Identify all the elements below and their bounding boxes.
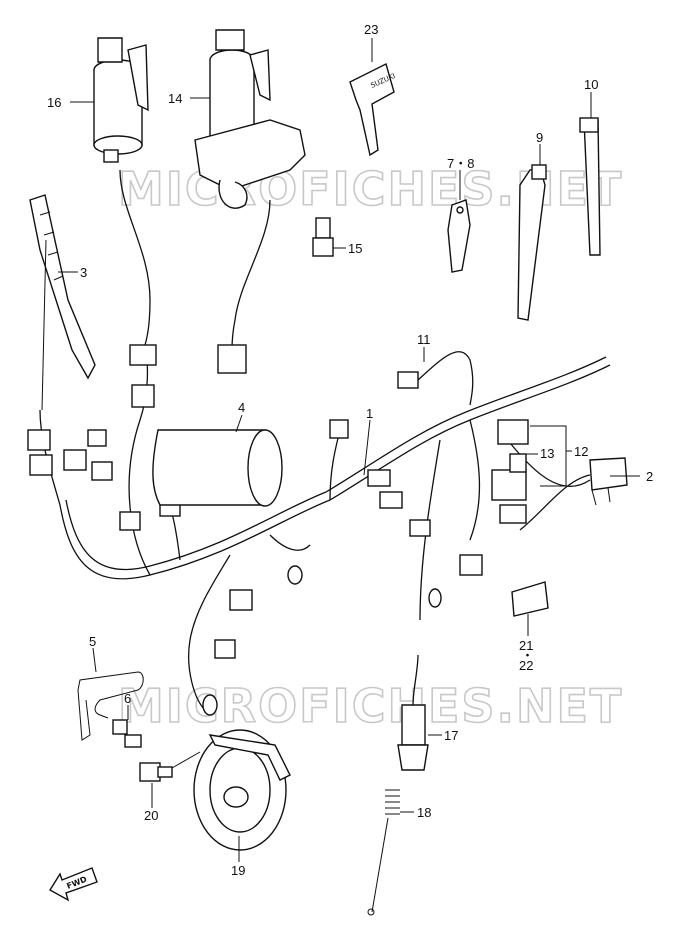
leader-lines <box>58 92 640 862</box>
part-13-relay <box>491 453 527 524</box>
callout-18: 18 <box>417 805 431 820</box>
callout-14: 14 <box>168 91 182 106</box>
part-16-lock <box>93 37 149 163</box>
callout-17: 17 <box>444 728 458 743</box>
callout-1: 1 <box>366 406 373 421</box>
callout-5: 5 <box>89 634 96 649</box>
part-11-connector <box>397 351 474 406</box>
callout-13: 13 <box>540 446 554 461</box>
callout-3: 3 <box>80 265 87 280</box>
part-6-bolt <box>112 719 142 748</box>
callout-19: 19 <box>231 863 245 878</box>
part-5-bracket <box>77 671 144 741</box>
part-19-horn <box>193 729 291 851</box>
callout-11: 11 <box>417 332 431 347</box>
part-23-key: SUZUKI <box>349 62 397 157</box>
callout-4: 4 <box>238 400 245 415</box>
fwd-arrow: FWD <box>49 867 98 902</box>
part-17-switch <box>397 654 429 771</box>
callout-6: 6 <box>124 691 131 706</box>
callout-2: 2 <box>646 469 653 484</box>
part-12-relay <box>497 419 529 445</box>
harness-connectors <box>27 344 483 716</box>
callout-15: 15 <box>348 241 362 256</box>
watermark-top: MICROFICHES.NET <box>118 162 623 216</box>
part-15-screw <box>312 217 334 257</box>
part-4-cover <box>152 429 283 507</box>
callout-12: 12 <box>574 444 588 459</box>
part-3-pad <box>29 194 96 380</box>
part-20-bolt <box>139 751 201 782</box>
callout-20: 20 <box>144 808 158 823</box>
callout-22: 22 <box>519 658 533 673</box>
callout-21: 21 <box>519 638 533 653</box>
part-2-connector <box>519 457 628 531</box>
part-14-ignition-switch <box>194 29 306 209</box>
callout-21-22-dot: ・ <box>521 648 534 663</box>
part-9-band <box>517 164 547 321</box>
callout-10: 10 <box>584 77 598 92</box>
callout-labels: 1 2 3 4 5 6 7・8 9 10 11 12 13 14 15 16 1… <box>47 22 653 878</box>
part-18-spring <box>367 789 400 916</box>
callout-23: 23 <box>364 22 378 37</box>
callout-16: 16 <box>47 95 61 110</box>
part-10-tie <box>579 117 601 256</box>
part-21-22-label <box>511 581 549 617</box>
callout-9: 9 <box>536 130 543 145</box>
callout-7-8: 7・8 <box>447 156 474 171</box>
part-7-8-bracket <box>447 199 471 273</box>
